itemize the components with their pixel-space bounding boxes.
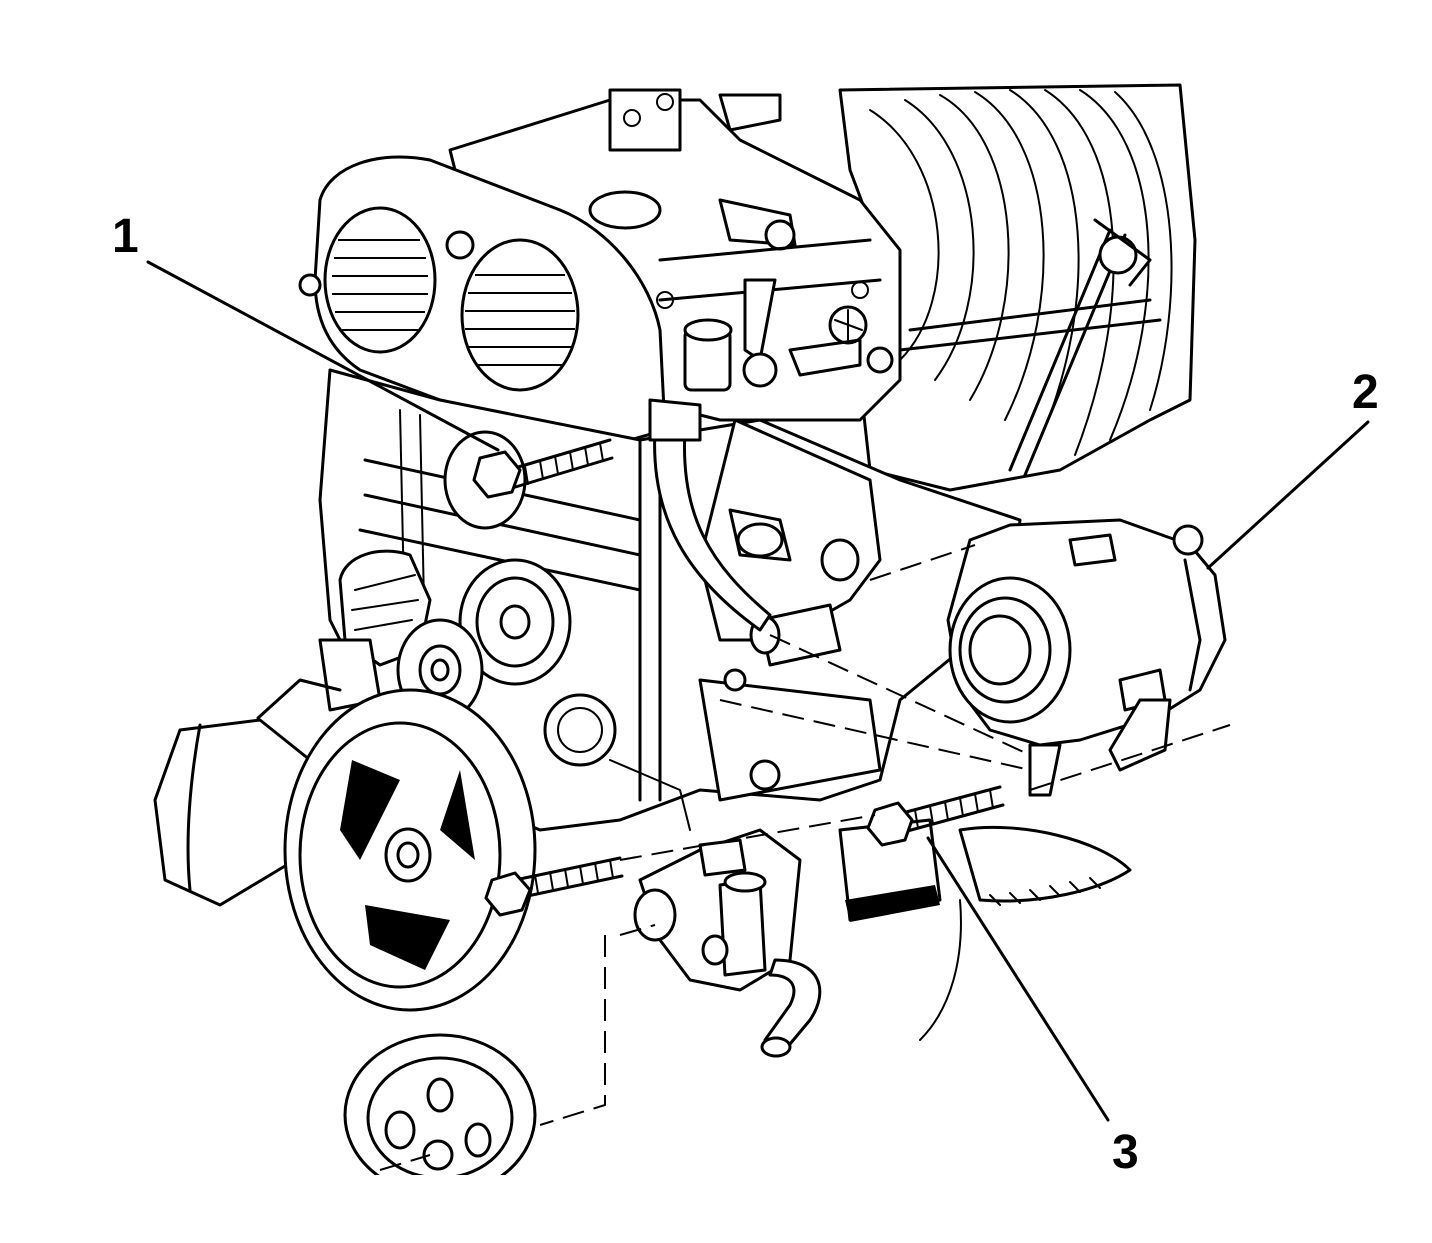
coolant-hose [648,398,772,632]
callout-label-1: 1 [112,210,139,263]
callout-leaders [146,260,1370,1122]
alternator [946,518,1227,797]
leader-line-1 [146,260,500,452]
callout-label-2: 2 [1352,366,1379,419]
power-steering-pump [633,828,822,1058]
bolt-3 [866,785,1005,847]
callout-labels: 1 2 3 [112,210,1379,1179]
lower-support [838,818,1132,1041]
idler-pulleys [318,549,572,722]
leader-line-2 [1206,420,1370,570]
intake-manifold [838,83,1197,492]
bolt-1 [443,430,614,530]
pump-pulley [330,1033,550,1205]
leader-line-3 [926,836,1110,1122]
bolt-pulley [484,856,624,917]
alignment-lines [379,544,1231,1171]
timing-belt-cover [298,155,667,442]
callout-label-3: 3 [1112,1126,1139,1179]
crankshaft-pulley [283,688,537,1012]
cylinder-head [448,88,902,422]
ac-compressor [153,678,342,907]
